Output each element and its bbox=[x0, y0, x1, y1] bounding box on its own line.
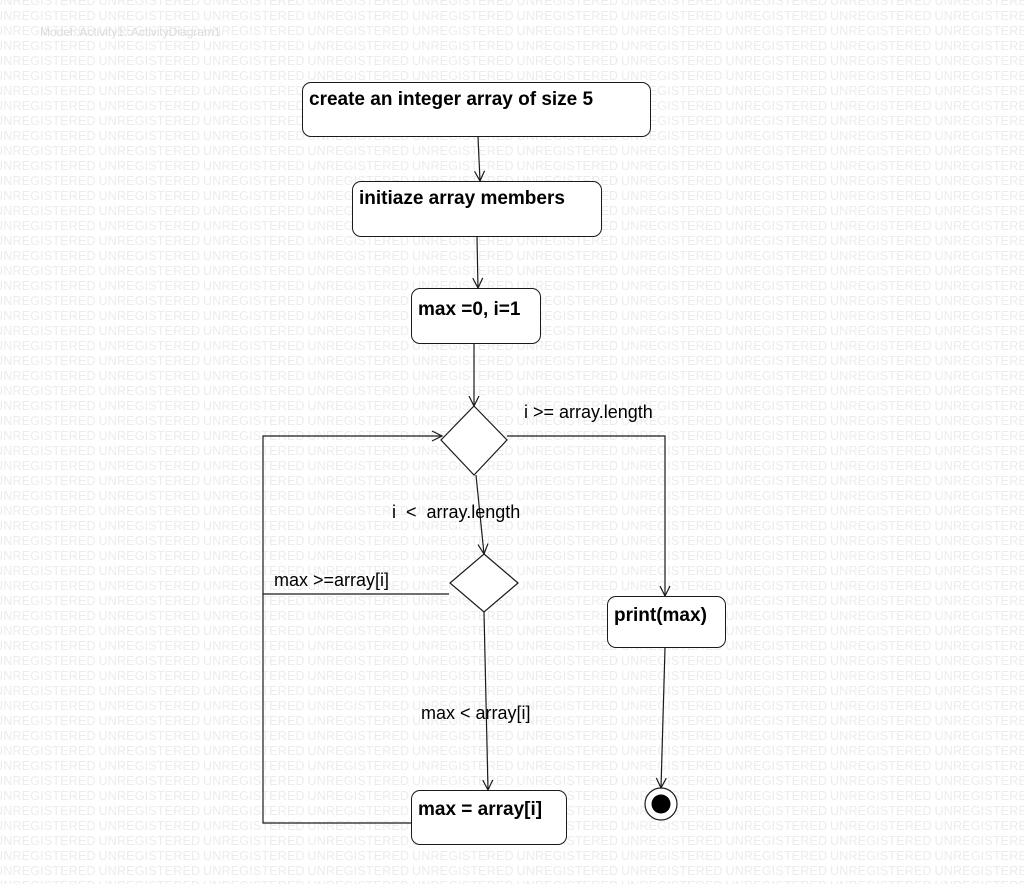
flow-max-ge-loopback bbox=[262, 436, 449, 595]
loop-decision-node[interactable] bbox=[440, 405, 508, 476]
action-print-max[interactable]: print(max) bbox=[607, 596, 726, 648]
flow-assign-loopback bbox=[262, 594, 411, 824]
final-node[interactable] bbox=[644, 787, 678, 821]
flow-max-lt-to-assign bbox=[484, 611, 488, 790]
guard-loop-continue: i < array.length bbox=[392, 502, 521, 522]
diagram-name-label: Model::Activity1::ActivityDiagram1 bbox=[40, 25, 221, 39]
flow-create-to-init bbox=[478, 136, 480, 181]
guard-max-ge: max >=array[i] bbox=[274, 570, 390, 590]
flow-print-to-final bbox=[661, 647, 665, 788]
flow-exit-to-print bbox=[507, 435, 665, 596]
compare-decision-node[interactable] bbox=[449, 553, 519, 613]
action-create-array[interactable]: create an integer array of size 5 bbox=[302, 82, 651, 137]
flow-init-to-vars bbox=[477, 236, 478, 288]
guard-max-lt: max < array[i] bbox=[421, 703, 531, 723]
guard-loop-exit: i >= array.length bbox=[524, 402, 653, 422]
action-assign-max[interactable]: max = array[i] bbox=[411, 790, 567, 845]
flow-loop-continue bbox=[475, 474, 484, 554]
action-init-vars[interactable]: max =0, i=1 bbox=[411, 288, 541, 344]
action-init-members[interactable]: initiaze array members bbox=[352, 181, 602, 237]
